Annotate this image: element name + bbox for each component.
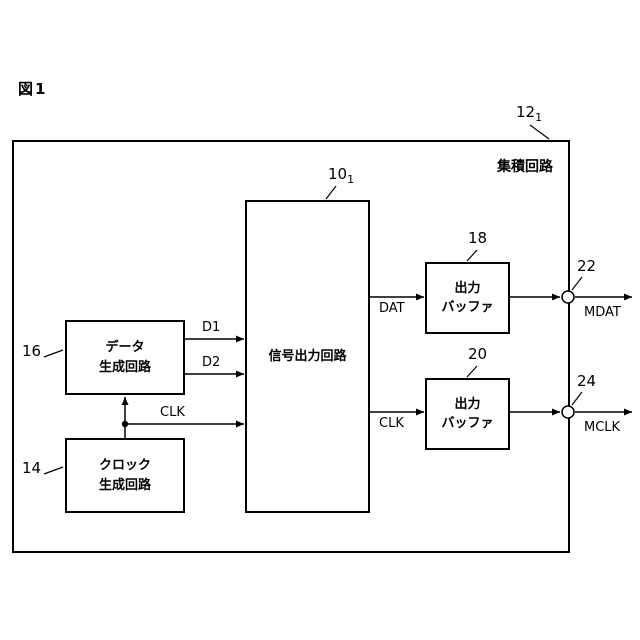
signal-label-dat: DAT: [379, 301, 405, 316]
ref-number-16: 16: [22, 342, 42, 360]
ref-number-20: 20: [468, 345, 488, 363]
ref-12-main: 12: [516, 103, 536, 121]
signal-label-d1: D1: [202, 320, 221, 335]
leader-ref-22: [571, 276, 583, 291]
leader-ref-12: [529, 124, 550, 140]
ref-10-sub: 1: [347, 173, 355, 186]
block-output-buffer-bottom: 出力 バッファ: [425, 378, 510, 450]
leader-ref-20: [466, 365, 478, 378]
block-data-generation-circuit: データ 生成回路: [65, 320, 185, 395]
leader-ref-14: [43, 466, 64, 475]
ref-12-sub: 1: [535, 111, 543, 124]
terminal-24-circle: [561, 405, 575, 419]
terminal-22-circle: [561, 290, 575, 304]
signal-label-mclk: MCLK: [584, 420, 621, 435]
signal-label-mdat: MDAT: [584, 305, 621, 320]
ref-number-24: 24: [577, 372, 597, 390]
ref-number-10: 101: [328, 165, 354, 186]
ref-number-14: 14: [22, 459, 42, 477]
block-signal-output-circuit: 信号出力回路: [245, 200, 370, 513]
signal-label-clk-out: CLK: [379, 416, 404, 431]
leader-ref-18: [466, 249, 478, 262]
ref-10-main: 10: [328, 165, 348, 183]
clk-junction-dot: [121, 420, 129, 428]
figure-title: 図1: [18, 80, 48, 98]
block-clock-generation-circuit: クロック 生成回路: [65, 438, 185, 513]
block-output-buffer-top: 出力 バッファ: [425, 262, 510, 334]
leader-ref-24: [571, 391, 583, 406]
signal-label-d2: D2: [202, 355, 221, 370]
ref-number-12: 121: [516, 103, 542, 124]
ref-number-18: 18: [468, 229, 488, 247]
leader-ref-16: [43, 349, 64, 358]
signal-label-clk: CLK: [160, 405, 185, 420]
ic-label: 集積回路: [497, 159, 553, 175]
ref-number-22: 22: [577, 257, 597, 275]
leader-ref-10: [325, 185, 337, 200]
ic-boundary-box: [12, 140, 570, 553]
